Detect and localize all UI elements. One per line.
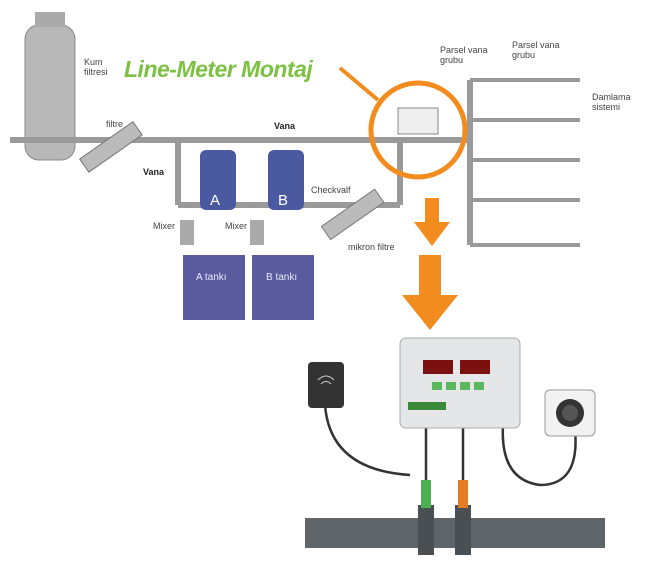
sand-filter-tank <box>24 12 76 161</box>
mixer-b <box>250 220 264 245</box>
disc-filter <box>78 121 143 173</box>
doser-b <box>268 150 304 210</box>
label-parcel-valve-2: Parsel vana grubu <box>512 40 560 60</box>
label-drip-system: Damlama sistemi <box>592 92 631 112</box>
label-tank-b: B tankı <box>266 272 298 283</box>
label-doser-b: B <box>278 192 289 209</box>
label-checkvalve: Checkvalf <box>311 185 351 195</box>
pointer-line <box>338 66 380 102</box>
arrow-down-2 <box>402 255 458 330</box>
highlight-circle <box>368 80 468 180</box>
label-mixer-b: Mixer <box>225 221 247 231</box>
sensor-unit-right <box>455 505 471 555</box>
label-mixer-a: Mixer <box>153 221 175 231</box>
power-socket <box>544 389 596 437</box>
tank-b <box>252 255 314 320</box>
label-tank-a: A tankı <box>196 272 227 283</box>
parcel-valve-groups <box>470 78 580 247</box>
line-meter-controller <box>399 337 521 429</box>
micron-filter <box>320 188 385 241</box>
sensor-unit-left <box>418 505 434 555</box>
cables <box>323 404 577 487</box>
rfid-reader <box>308 362 344 408</box>
label-filter: filtre <box>106 119 124 129</box>
label-parcel-valve-1: Parsel vana grubu <box>440 45 488 65</box>
tank-a <box>183 255 245 320</box>
doser-a <box>200 150 236 210</box>
green-sensor <box>421 480 431 508</box>
arrow-down-1 <box>414 198 450 246</box>
mixer-a <box>180 220 194 245</box>
orange-sensor <box>458 480 468 508</box>
label-sand-filter: Kum filtresi <box>84 57 108 77</box>
label-micron-filter: mikron filtre <box>348 242 395 252</box>
diagram-title: Line-Meter Montaj <box>124 56 313 82</box>
label-valve-side: Vana <box>143 167 165 177</box>
label-doser-a: A <box>210 192 221 209</box>
small-line-meter <box>397 107 439 135</box>
label-valve-main: Vana <box>274 121 296 131</box>
